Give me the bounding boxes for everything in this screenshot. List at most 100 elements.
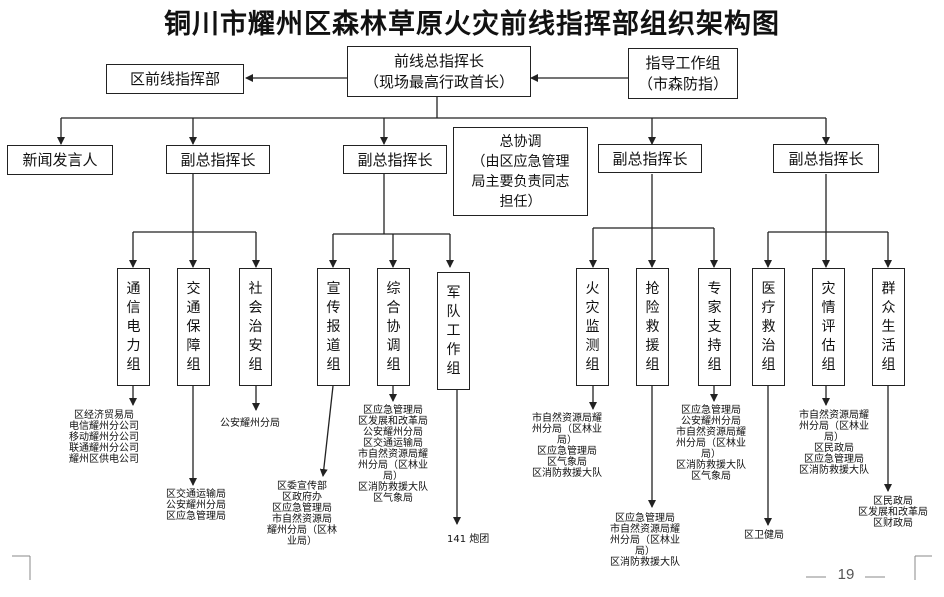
- group-name-char: 力: [126, 337, 141, 354]
- member-unit: 局）: [635, 546, 655, 557]
- member-unit: 区消防救援大队: [610, 557, 680, 568]
- working-group-box: 医疗救治组: [752, 268, 785, 386]
- member-units: 区应急管理局公安耀州分局市自然资源局耀州分局（区林业局）区消防救援大队区气象局: [676, 405, 746, 482]
- group-name-char: 持: [707, 337, 722, 354]
- working-group-box: 宣传报道组: [317, 268, 350, 386]
- group-name-char: 医: [761, 280, 776, 297]
- member-units: 区应急管理局区发展和改革局公安耀州分局区交通运输局市自然资源局耀州分局（区林业局…: [358, 405, 428, 504]
- group-name-char: 火: [585, 280, 600, 297]
- group-name-char: 组: [186, 356, 201, 373]
- member-units: 市自然资源局耀州分局（区林业局）区应急管理局区气象局区消防救援大队: [532, 413, 602, 479]
- member-unit: 局）: [824, 432, 844, 443]
- group-name-char: 治: [248, 318, 263, 335]
- member-units: 区经济贸易局电信耀州分公司移动耀州分公司联通耀州分公司耀州区供电公司: [69, 410, 139, 465]
- working-group-box: 综合协调组: [377, 268, 410, 386]
- group-name-char: 生: [881, 318, 896, 335]
- group-name-char: 险: [645, 299, 660, 316]
- member-unit: 局）: [383, 471, 403, 482]
- group-name-char: 组: [761, 356, 776, 373]
- member-unit: 公安耀州分局: [363, 427, 423, 438]
- deputy-commander-box: 副总指挥长: [773, 144, 879, 173]
- working-group-box: 通信电力组: [117, 268, 150, 386]
- member-unit: 区应急管理局: [537, 446, 597, 457]
- group-name-char: 监: [585, 318, 600, 335]
- group-name-char: 援: [645, 337, 660, 354]
- group-name-char: 组: [248, 356, 263, 373]
- group-name-char: 组: [326, 356, 341, 373]
- member-unit: 公安耀州分局: [166, 500, 226, 511]
- group-name-char: 道: [326, 337, 341, 354]
- group-name-char: 工: [446, 322, 461, 339]
- group-name-char: 作: [446, 341, 461, 358]
- guidance-group-box: 指导工作组 （市森防指）: [628, 48, 738, 99]
- member-unit: 州分局（区林业: [676, 438, 746, 449]
- working-group-box: 军队工作组: [437, 272, 470, 390]
- member-unit: 州分局（区林业: [799, 421, 869, 432]
- deputy-commander-box: 副总指挥长: [343, 145, 447, 174]
- group-name-char: 安: [248, 337, 263, 354]
- member-units: 区应急管理局市自然资源局耀州分局（区林业局）区消防救援大队: [610, 513, 680, 568]
- member-units: 区交通运输局公安耀州分局区应急管理局: [166, 489, 226, 522]
- member-unit: 区财政局: [873, 518, 913, 529]
- member-unit: 耀州分局（区林: [267, 525, 337, 536]
- member-unit: 区消防救援大队: [358, 482, 428, 493]
- commander-box: 前线总指挥长 （现场最高行政首长）: [347, 46, 531, 97]
- member-unit: 联通耀州分公司: [69, 443, 139, 454]
- group-name-char: 灾: [585, 299, 600, 316]
- group-name-char: 情: [821, 299, 836, 316]
- group-name-char: 通: [186, 299, 201, 316]
- member-unit: 市自然资源局: [272, 514, 332, 525]
- group-name-char: 调: [386, 337, 401, 354]
- member-units: 141 炮团: [447, 534, 489, 545]
- member-unit: 区发展和改革局: [858, 507, 928, 518]
- group-name-char: 传: [326, 299, 341, 316]
- member-unit: 市自然资源局耀: [610, 524, 680, 535]
- group-name-char: 协: [386, 318, 401, 335]
- group-name-char: 救: [761, 318, 776, 335]
- member-units: 区民政局区发展和改革局区财政局: [858, 496, 928, 529]
- member-unit: 区消防救援大队: [799, 465, 869, 476]
- member-unit: 业局）: [287, 536, 317, 547]
- member-unit: 区交通运输局: [363, 438, 423, 449]
- group-name-char: 电: [126, 318, 141, 335]
- group-name-char: 抢: [645, 280, 660, 297]
- spokesperson-box: 新闻发言人: [7, 145, 113, 175]
- member-unit: 区应急管理局: [363, 405, 423, 416]
- member-unit: 局）: [557, 435, 577, 446]
- member-unit: 区政府办: [282, 492, 322, 503]
- member-unit: 区消防救援大队: [532, 468, 602, 479]
- group-name-char: 组: [126, 356, 141, 373]
- group-name-char: 活: [881, 337, 896, 354]
- page-number: 19: [837, 566, 855, 583]
- member-units: 公安耀州分局: [220, 418, 280, 429]
- group-name-char: 群: [881, 280, 896, 297]
- group-name-char: 测: [585, 337, 600, 354]
- member-unit: 市自然资源局耀: [532, 413, 602, 424]
- member-unit: 区民政局: [814, 443, 854, 454]
- deputy-commander-box: 副总指挥长: [166, 145, 270, 174]
- page-title: 铜川市耀州区森林草原火灾前线指挥部组织架构图: [164, 9, 780, 40]
- group-name-char: 障: [186, 337, 201, 354]
- group-name-char: 军: [446, 284, 461, 301]
- commander-label: 前线总指挥长: [393, 51, 484, 70]
- group-name-char: 报: [326, 318, 341, 335]
- member-units: 区委宣传部区政府办区应急管理局市自然资源局耀州分局（区林业局）: [267, 481, 337, 547]
- group-name-char: 综: [386, 280, 401, 297]
- member-unit: 区民政局: [873, 496, 913, 507]
- commander-note: （现场最高行政首长）: [363, 72, 514, 91]
- group-name-char: 组: [386, 356, 401, 373]
- group-name-char: 社: [248, 280, 263, 297]
- member-unit: 公安耀州分局: [220, 418, 280, 429]
- group-name-char: 疗: [761, 299, 776, 316]
- coordinator-box: 总协调 （由区应急管理 局主要负责同志 担任）: [453, 127, 588, 216]
- member-unit: 141 炮团: [447, 534, 490, 545]
- group-name-char: 众: [881, 299, 896, 316]
- group-name-char: 保: [186, 318, 201, 335]
- member-unit: 区应急管理局: [804, 454, 864, 465]
- group-name-char: 信: [126, 299, 141, 316]
- member-unit: 电信耀州分公司: [69, 421, 139, 432]
- group-name-char: 评: [821, 318, 836, 335]
- group-name-char: 合: [386, 299, 401, 316]
- group-name-char: 灾: [821, 280, 836, 297]
